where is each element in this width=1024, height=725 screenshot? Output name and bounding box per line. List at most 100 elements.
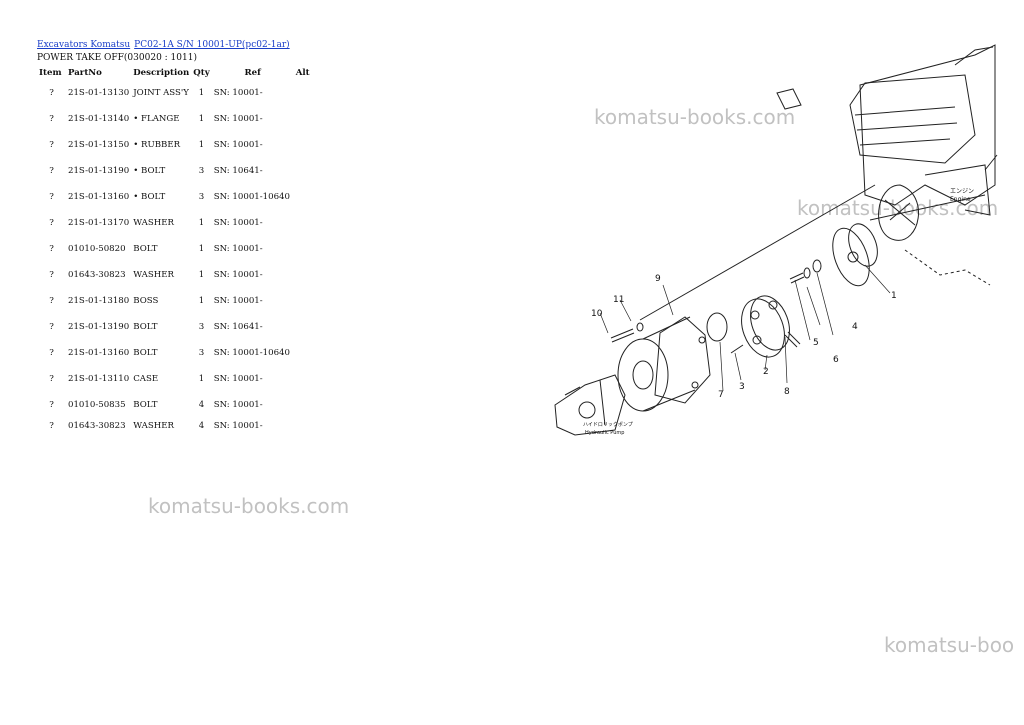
row-alt [294, 340, 318, 366]
row-alt [294, 392, 318, 418]
row-ref: SN: 10641- [213, 322, 263, 332]
row-ref: SN: 10001- [213, 374, 263, 384]
shaft-axis-line [639, 184, 876, 321]
washer [803, 267, 811, 279]
engine-label: Engine [950, 196, 971, 203]
row-qty: 3 [198, 348, 205, 358]
row-alt [294, 236, 318, 262]
row-alt [294, 106, 318, 132]
row-alt [294, 366, 318, 392]
engine-block [849, 44, 998, 286]
watermark: komatsu-boo [884, 633, 1015, 657]
row-item: ? [49, 322, 54, 332]
row-qty: 3 [198, 322, 205, 332]
breadcrumb-link-catalog[interactable]: Excavators Komatsu [37, 40, 131, 50]
callout-1: 1 [891, 291, 897, 301]
callout-6: 6 [833, 355, 839, 365]
row-item: ? [49, 114, 54, 124]
row-item: ? [49, 348, 54, 358]
row-item: ? [49, 218, 54, 228]
pump-label-jp: ハイドロリックポンプ [583, 421, 633, 428]
row-qty: 1 [198, 270, 205, 280]
row-part-no: 21S-01-13190 [68, 322, 130, 332]
row-part-no: 01010-50820 [68, 244, 126, 254]
row-qty: 1 [198, 88, 205, 98]
row-part-no: 21S-01-13160 [68, 192, 130, 202]
bolt [730, 344, 744, 354]
row-ref: SN: 10641- [213, 166, 263, 176]
row-qty: 1 [198, 218, 205, 228]
row-item: ? [49, 374, 54, 384]
row-description: • BOLT [133, 192, 166, 202]
header-part-no: PartNo [68, 68, 102, 78]
row-alt [294, 184, 318, 210]
callout-3: 3 [739, 382, 745, 392]
case [617, 316, 711, 412]
row-qty: 3 [198, 192, 205, 202]
row-item: ? [49, 270, 54, 280]
row-item: ? [49, 140, 54, 150]
row-alt [294, 314, 318, 340]
header-alt: Alt [295, 68, 310, 78]
header-qty: Qty [193, 68, 210, 78]
row-part-no: 21S-01-13110 [68, 374, 130, 384]
callout-10: 10 [591, 309, 603, 319]
row-part-no: 01643-30823 [68, 421, 126, 431]
row-qty: 1 [198, 244, 205, 254]
breadcrumb-link-model[interactable]: PC02-1A S/N 10001-UP(pc02-1ar) [134, 40, 290, 50]
engine-label-jp: エンジン [950, 188, 974, 195]
row-alt [294, 210, 318, 236]
washer [812, 259, 822, 273]
row-ref: SN: 10001- [213, 421, 263, 431]
row-item: ? [49, 166, 54, 176]
row-description: CASE [133, 374, 159, 384]
row-qty: 4 [198, 421, 205, 431]
row-ref: SN: 10001- [213, 296, 263, 306]
row-qty: 1 [198, 140, 205, 150]
row-part-no: 21S-01-13130 [68, 88, 130, 98]
callout-9: 9 [655, 274, 661, 284]
row-qty: 1 [198, 374, 205, 384]
connector-block [776, 88, 802, 110]
row-item: ? [49, 192, 54, 202]
row-description: JOINT ASS'Y [133, 88, 189, 98]
row-part-no: 21S-01-13150 [68, 140, 130, 150]
row-description: BOLT [133, 348, 158, 358]
row-item: ? [49, 88, 54, 98]
row-alt [294, 132, 318, 158]
row-ref: SN: 10001- [213, 114, 263, 124]
watermark: komatsu-books.com [148, 494, 350, 518]
bolt [784, 331, 801, 348]
row-alt [294, 80, 318, 106]
row-description: • FLANGE [133, 114, 180, 124]
row-alt [294, 158, 318, 184]
flange [832, 223, 878, 287]
header-item: Item [39, 68, 62, 78]
row-item: ? [49, 421, 54, 431]
row-part-no: 01010-50835 [68, 400, 126, 410]
bolt [789, 272, 805, 284]
row-ref: SN: 10001- [213, 88, 263, 98]
pump-label: Hydraulic Pump [585, 430, 624, 436]
header-ref: Ref [244, 68, 261, 78]
header-description: Description [133, 68, 190, 78]
row-description: • BOLT [133, 166, 166, 176]
row-description: WASHER [133, 270, 174, 280]
row-part-no: 21S-01-13180 [68, 296, 130, 306]
callout-5: 5 [813, 338, 819, 348]
callout-2: 2 [763, 367, 769, 377]
row-qty: 1 [198, 296, 205, 306]
